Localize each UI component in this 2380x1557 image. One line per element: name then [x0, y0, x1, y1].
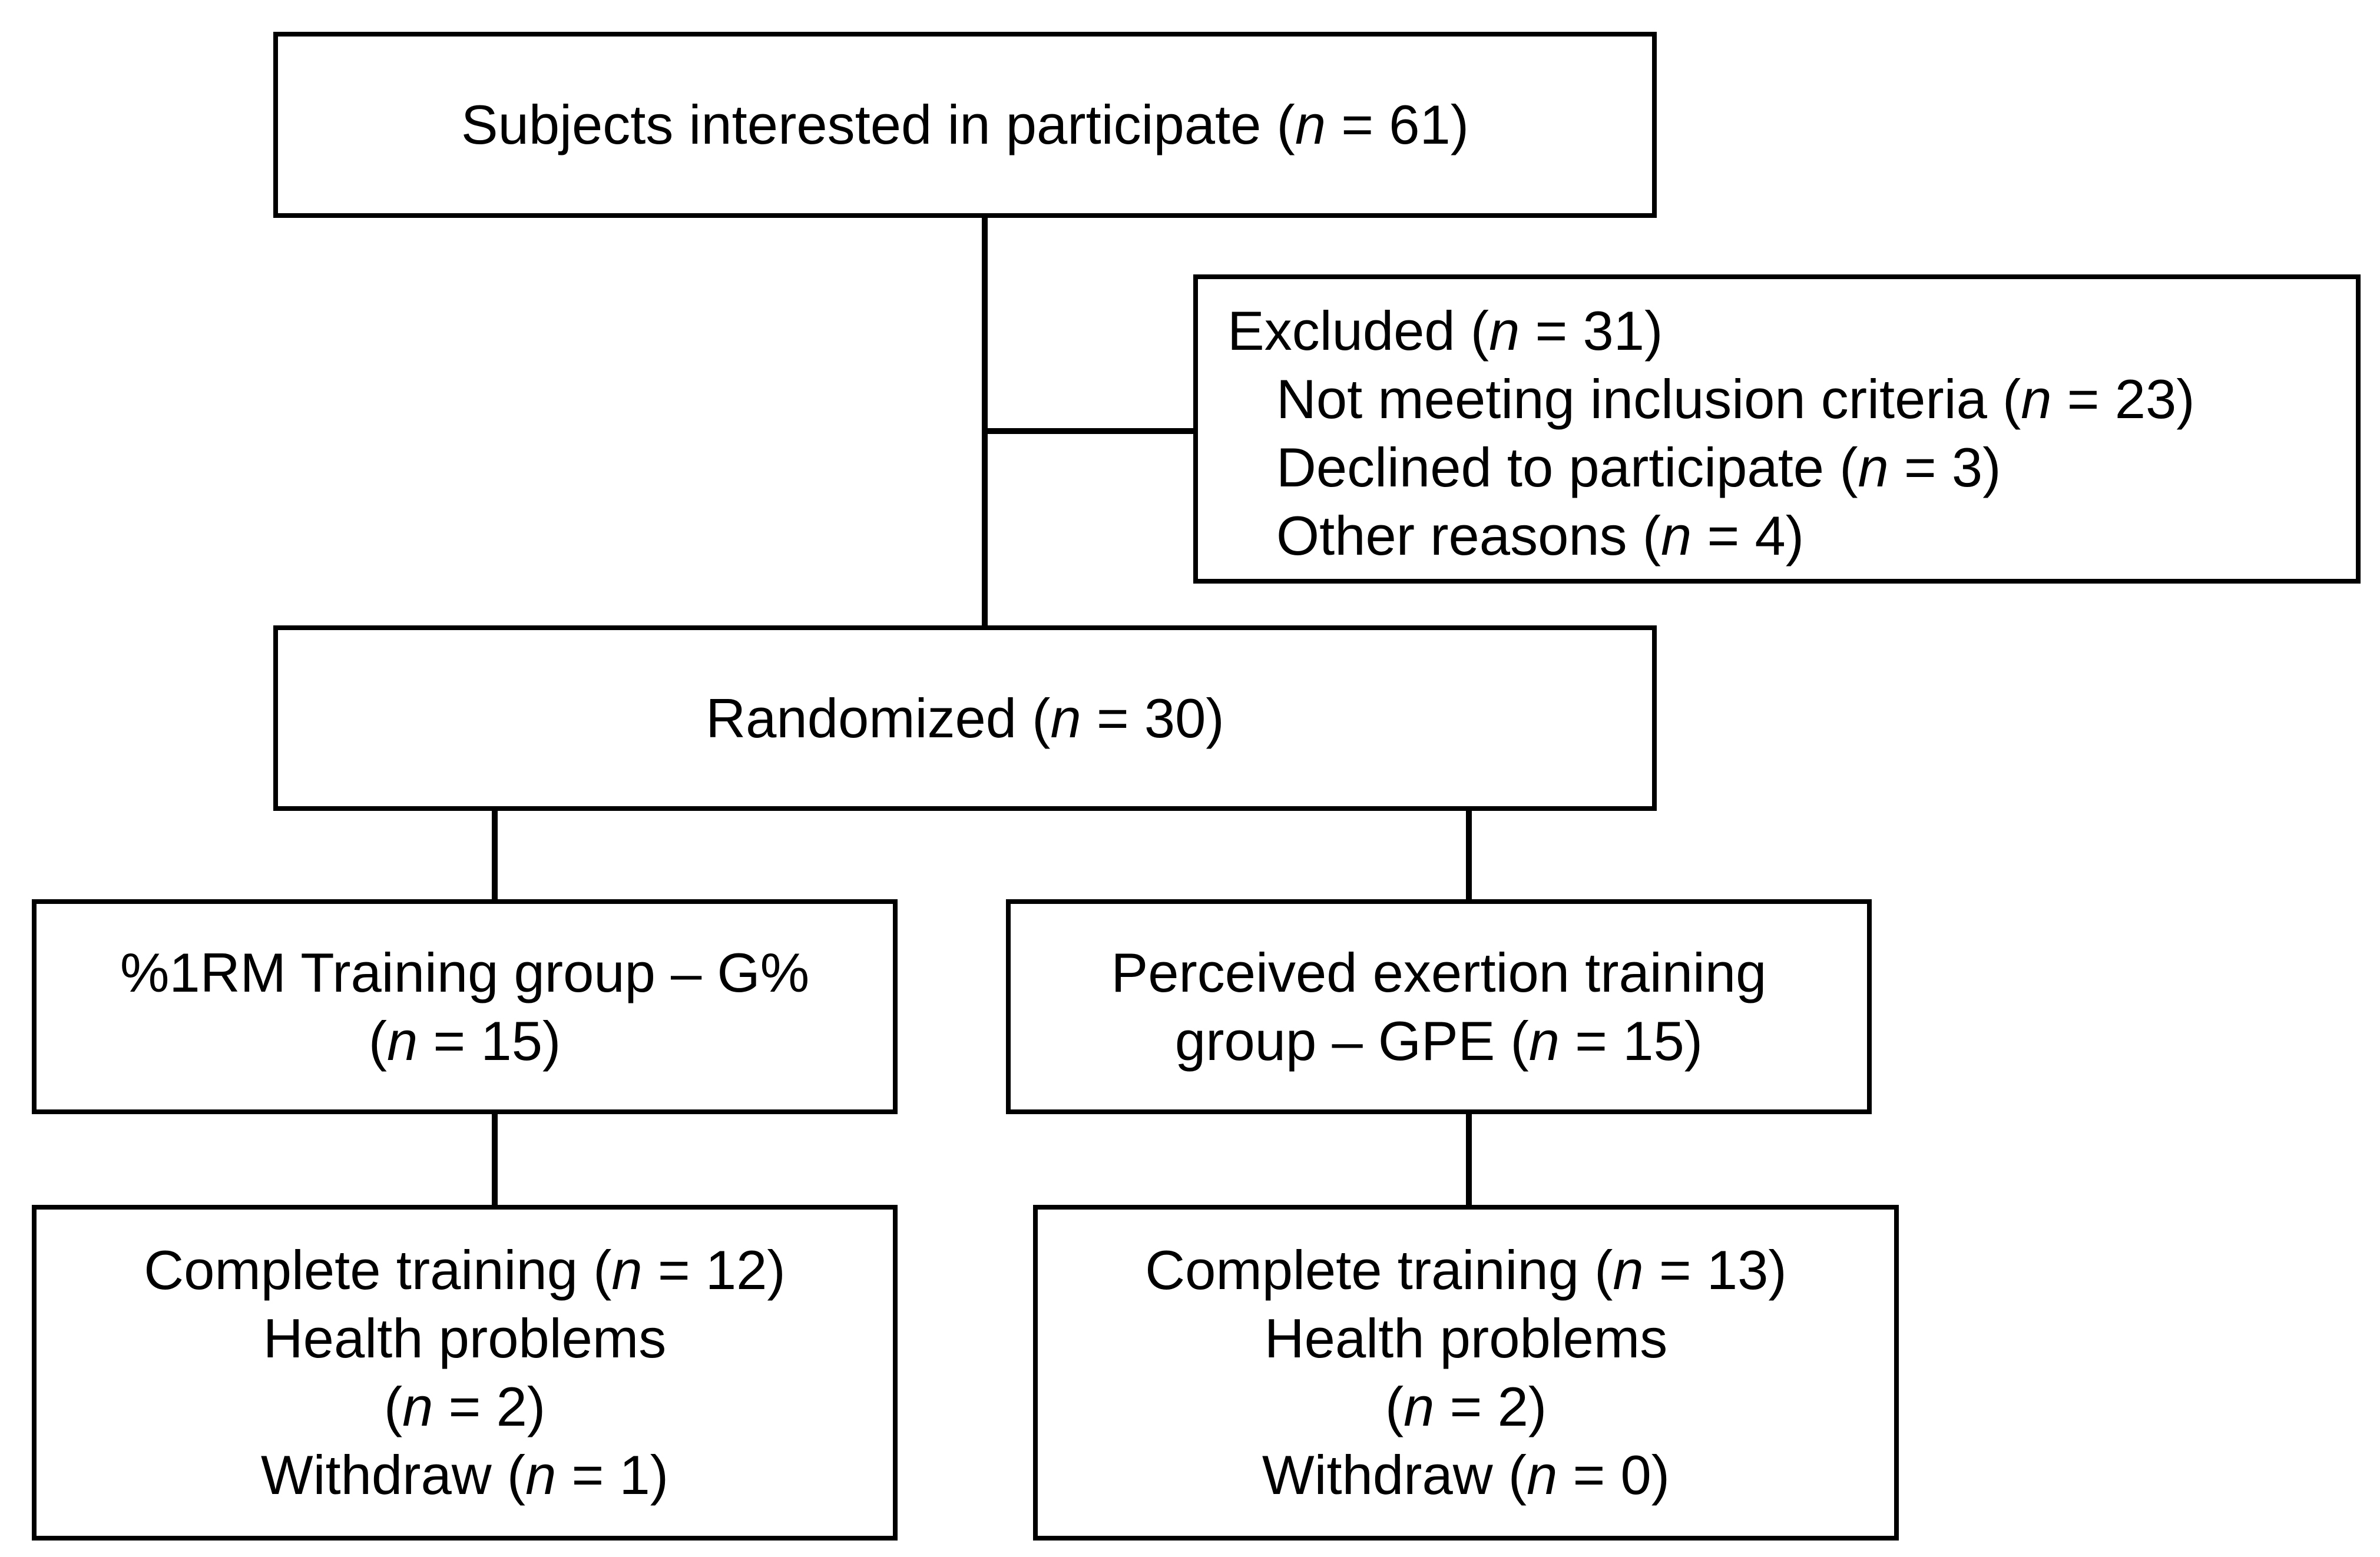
withdraw: Withdraw (n = 0)	[1262, 1441, 1670, 1509]
randomized-box: Randomized (n = 30)	[273, 625, 1657, 811]
group-title: %1RM Training group – G%	[120, 941, 810, 1003]
reason-count: = 3)	[1888, 436, 2001, 498]
enrollment-text: Subjects interested in participate (n = …	[461, 91, 1469, 159]
randomized-n-symbol: n	[1050, 687, 1081, 749]
excluded-box: Excluded (n = 31) Not meeting inclusion …	[1193, 274, 2361, 584]
withdraw-label: Withdraw (	[1262, 1444, 1527, 1506]
reason-label: Not meeting inclusion criteria (	[1276, 368, 2021, 430]
complete-count: = 13)	[1643, 1239, 1787, 1301]
withdraw-label: Withdraw (	[260, 1444, 526, 1506]
health-problems-count: (n = 2)	[1385, 1373, 1547, 1441]
complete-label: Complete training (	[144, 1239, 612, 1301]
group-count: = 15)	[1560, 1009, 1703, 1072]
group-n-symbol: n	[387, 1009, 418, 1072]
reason-count: = 4)	[1692, 505, 1805, 567]
excluded-label: Excluded (	[1227, 300, 1489, 362]
outcome-box-gpe: Complete training (n = 13) Health proble…	[1033, 1205, 1899, 1541]
withdraw: Withdraw (n = 1)	[261, 1441, 668, 1509]
health-problems-label: Health problems	[263, 1307, 667, 1369]
health-n-symbol: n	[402, 1376, 433, 1437]
health-prefix: (	[383, 1376, 403, 1437]
group-size: group – GPE (n = 15)	[1175, 1007, 1703, 1075]
complete-training: Complete training (n = 13)	[1145, 1236, 1786, 1304]
withdraw-n-symbol: n	[525, 1444, 557, 1506]
complete-training: Complete training (n = 12)	[144, 1236, 785, 1304]
excluded-reason-inclusion-criteria: Not meeting inclusion criteria (n = 23)	[1227, 365, 2356, 433]
reason-n-symbol: n	[2021, 368, 2052, 430]
health-n-symbol: n	[1403, 1376, 1435, 1437]
group-count: = 15)	[418, 1009, 561, 1072]
complete-count: = 12)	[642, 1239, 786, 1301]
randomized-text: Randomized (n = 30)	[706, 684, 1224, 753]
withdraw-n-symbol: n	[1527, 1444, 1558, 1506]
randomized-count: = 30)	[1081, 687, 1224, 749]
excluded-count: = 31)	[1520, 300, 1663, 362]
excluded-reason-declined: Declined to participate (n = 3)	[1227, 433, 2356, 502]
group-title: Perceived exertion training	[1111, 941, 1767, 1003]
enrollment-box: Subjects interested in participate (n = …	[273, 32, 1657, 218]
enrollment-label: Subjects interested in participate (	[461, 94, 1295, 155]
health-count: = 2)	[1434, 1376, 1547, 1437]
health-problems-count: (n = 2)	[384, 1373, 545, 1441]
excluded-reason-other: Other reasons (n = 4)	[1227, 502, 2356, 570]
group-box-gpe: Perceived exertion training group – GPE …	[1006, 899, 1872, 1114]
complete-n-symbol: n	[611, 1239, 643, 1301]
reason-count: = 23)	[2051, 368, 2195, 430]
excluded-n-symbol: n	[1489, 300, 1520, 362]
group-box-g-percent: %1RM Training group – G% (n = 15)	[32, 899, 898, 1114]
excluded-title: Excluded (n = 31)	[1227, 297, 2356, 365]
health-count: = 2)	[433, 1376, 546, 1437]
reason-n-symbol: n	[1661, 505, 1692, 567]
group-size-prefix: (	[368, 1009, 388, 1072]
reason-n-symbol: n	[1858, 436, 1889, 498]
enrollment-count: = 61)	[1326, 94, 1469, 155]
complete-label: Complete training (	[1145, 1239, 1613, 1301]
health-problems-label: Health problems	[1264, 1307, 1668, 1369]
outcome-box-g-percent: Complete training (n = 12) Health proble…	[32, 1205, 898, 1541]
randomized-label: Randomized (	[706, 687, 1051, 749]
withdraw-count: = 0)	[1557, 1444, 1670, 1506]
enrollment-n-symbol: n	[1295, 94, 1326, 155]
reason-label: Declined to participate (	[1276, 436, 1858, 498]
group-n-symbol: n	[1528, 1009, 1560, 1072]
withdraw-count: = 1)	[556, 1444, 669, 1506]
reason-label: Other reasons (	[1276, 505, 1661, 567]
group-size: (n = 15)	[369, 1007, 561, 1075]
health-prefix: (	[1385, 1376, 1404, 1437]
complete-n-symbol: n	[1613, 1239, 1644, 1301]
group-size-prefix: group – GPE (	[1174, 1009, 1529, 1072]
